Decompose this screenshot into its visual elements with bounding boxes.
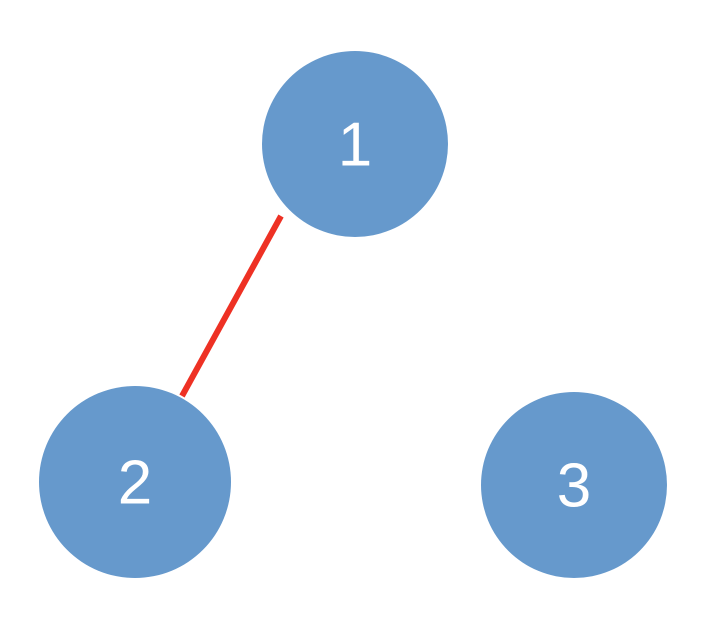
graph-node-circle-2[interactable] [39,386,231,578]
graph-node-label-2: 2 [118,449,152,518]
graph-node-circle-1[interactable] [262,51,448,237]
graph-node-label-1: 1 [338,111,372,180]
graph-node-2[interactable]: 2 [39,386,231,578]
graph-node-label-3: 3 [557,452,591,521]
graph-node-circle-3[interactable] [481,392,667,578]
graph-node-1[interactable]: 1 [262,51,448,237]
node-layer: 1 2 3 [39,51,667,578]
graph-node-3[interactable]: 3 [481,392,667,578]
graph-edge-1-2[interactable] [179,214,284,398]
edge-layer [179,214,284,398]
